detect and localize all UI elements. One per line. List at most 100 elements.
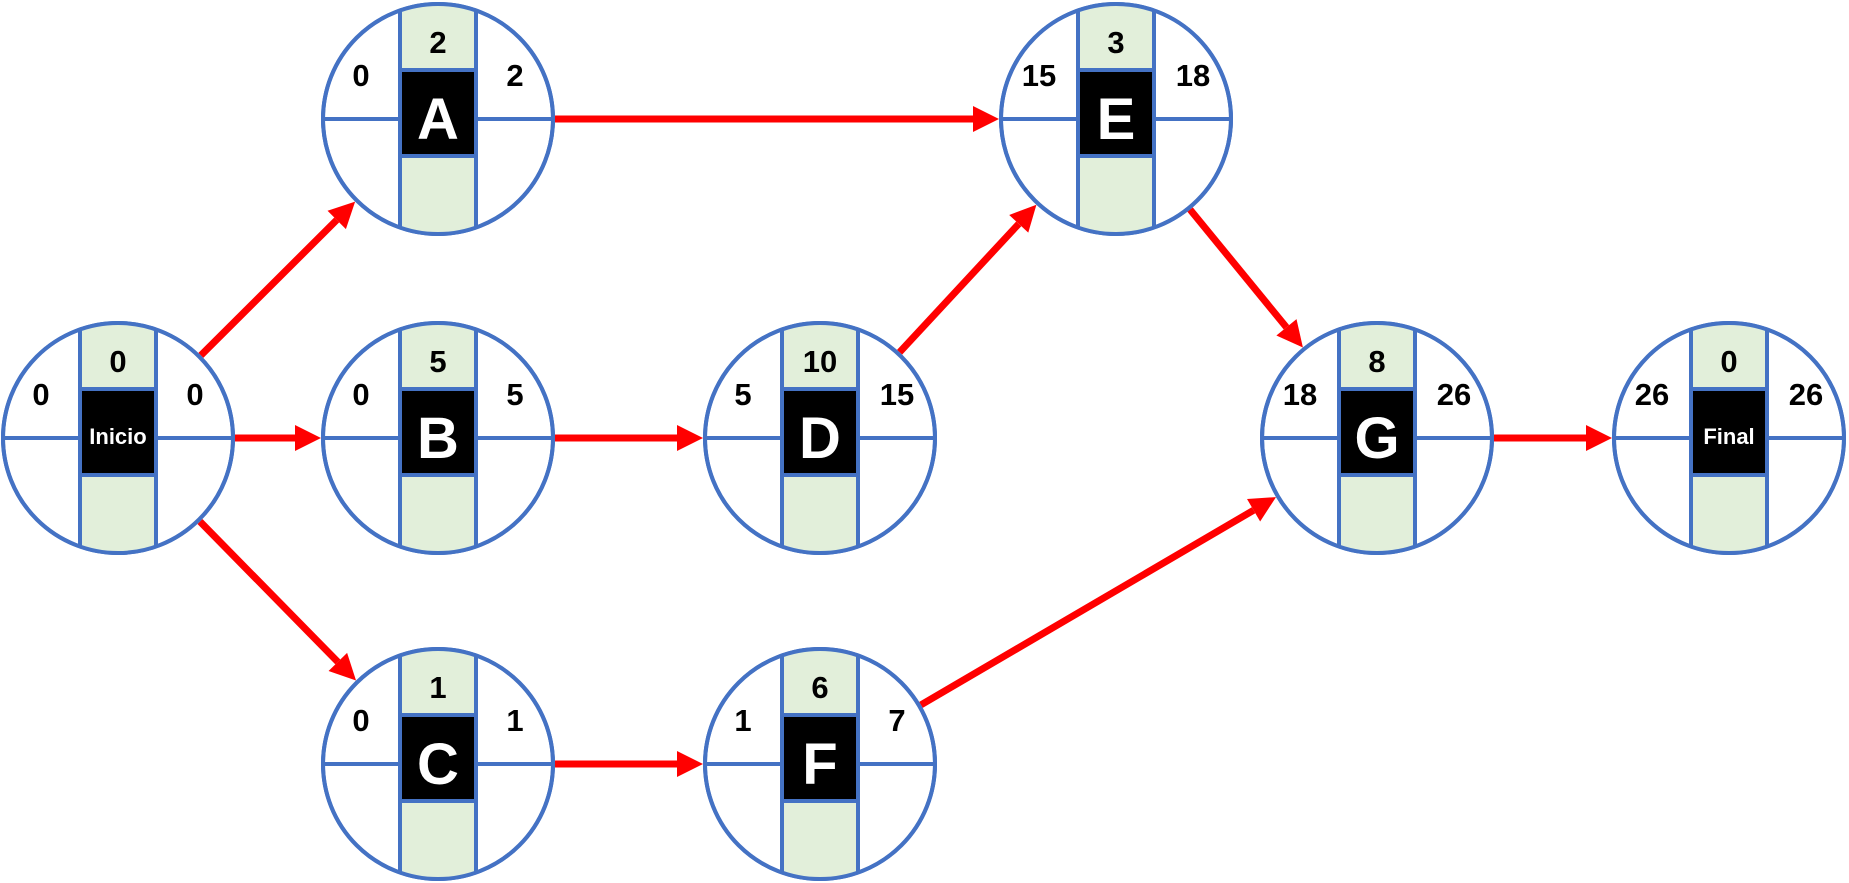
label-box-border (780, 387, 860, 477)
node-inner (1001, 4, 1231, 234)
edge-c-to-f (555, 751, 703, 777)
node-circle-border (999, 2, 1233, 236)
node-early-finish: 2 (506, 58, 523, 93)
edge-line (1187, 207, 1290, 330)
edge-inicio-to-a (198, 201, 356, 358)
edge-b-to-d (555, 425, 703, 451)
edge-line (197, 519, 341, 665)
edges-layer (197, 106, 1612, 777)
node-label: F (802, 732, 837, 797)
node-circle-border (1612, 321, 1846, 555)
node-inner (705, 649, 935, 879)
label-box (400, 715, 476, 801)
node-circle-border (703, 647, 937, 881)
arrowhead-icon (1009, 204, 1037, 233)
node-circle-border (321, 2, 555, 236)
node-inner (705, 323, 935, 553)
label-box-border (398, 387, 478, 477)
node-early-finish: 26 (1437, 377, 1471, 412)
label-box (1691, 389, 1767, 475)
node-inner (1262, 323, 1492, 553)
node-early-start: 5 (734, 377, 751, 412)
edge-inicio-to-b (235, 425, 321, 451)
node-label: E (1097, 87, 1136, 152)
arrowhead-icon (328, 652, 357, 681)
node-early-finish: 0 (186, 377, 203, 412)
edge-f-to-g (919, 497, 1277, 708)
node-early-start: 0 (352, 703, 369, 738)
arrowhead-icon (677, 751, 703, 777)
node-label: G (1354, 406, 1399, 471)
label-box-border (398, 713, 478, 803)
node-inner (323, 649, 553, 879)
arrowhead-icon (327, 201, 356, 230)
node-inner (1614, 323, 1844, 553)
node-final: Final 0 26 26 (1612, 321, 1846, 555)
label-box (400, 70, 476, 156)
node-duration: 0 (1720, 344, 1737, 379)
node-b: B 5 0 5 (321, 321, 555, 555)
label-box-border (398, 68, 478, 158)
node-early-start: 1 (734, 703, 751, 738)
node-circle-border (321, 647, 555, 881)
node-label: Final (1703, 424, 1754, 449)
edge-line (919, 507, 1256, 708)
node-early-start: 0 (32, 377, 49, 412)
node-duration: 1 (429, 670, 446, 705)
arrowhead-icon (677, 425, 703, 451)
arrowhead-icon (295, 425, 321, 451)
node-label: A (417, 87, 459, 152)
edge-e-to-g (1187, 207, 1303, 348)
node-early-finish: 1 (506, 703, 523, 738)
node-duration: 2 (429, 25, 446, 60)
edge-d-to-e (897, 204, 1037, 355)
node-circle-border (1260, 321, 1494, 555)
node-early-finish: 7 (888, 703, 905, 738)
label-box (782, 715, 858, 801)
edge-a-to-e (555, 106, 999, 132)
label-box-border (78, 387, 158, 477)
node-inner (3, 323, 233, 553)
label-box (80, 389, 156, 475)
label-box (1078, 70, 1154, 156)
node-c: C 1 0 1 (321, 647, 555, 881)
node-label: D (799, 406, 841, 471)
node-early-start: 0 (352, 58, 369, 93)
node-e: E 3 15 18 (999, 2, 1233, 236)
node-duration: 5 (429, 344, 446, 379)
label-box-border (1337, 387, 1417, 477)
node-early-finish: 5 (506, 377, 523, 412)
node-early-finish: 18 (1176, 58, 1210, 93)
label-box-border (1076, 68, 1156, 158)
edge-line (897, 221, 1022, 355)
node-duration: 6 (811, 670, 828, 705)
node-d: D 10 5 15 (703, 321, 937, 555)
label-box (782, 389, 858, 475)
node-label: B (417, 406, 459, 471)
node-circle-border (703, 321, 937, 555)
node-early-start: 0 (352, 377, 369, 412)
node-a: A 2 0 2 (321, 2, 555, 236)
edge-inicio-to-c (197, 519, 357, 681)
node-early-start: 26 (1635, 377, 1669, 412)
node-label: C (417, 732, 459, 797)
node-f: F 6 1 7 (703, 647, 937, 881)
arrowhead-icon (1276, 319, 1303, 348)
edge-g-to-final (1494, 425, 1612, 451)
node-circle-border (1, 321, 235, 555)
node-duration: 10 (803, 344, 837, 379)
node-duration: 3 (1107, 25, 1124, 60)
node-early-start: 18 (1283, 377, 1317, 412)
arrowhead-icon (973, 106, 999, 132)
label-box-border (1689, 387, 1769, 477)
node-duration: 0 (109, 344, 126, 379)
node-early-start: 15 (1022, 58, 1056, 93)
node-early-finish: 15 (880, 377, 914, 412)
arrowhead-icon (1586, 425, 1612, 451)
node-early-finish: 26 (1789, 377, 1823, 412)
node-circle-border (321, 321, 555, 555)
